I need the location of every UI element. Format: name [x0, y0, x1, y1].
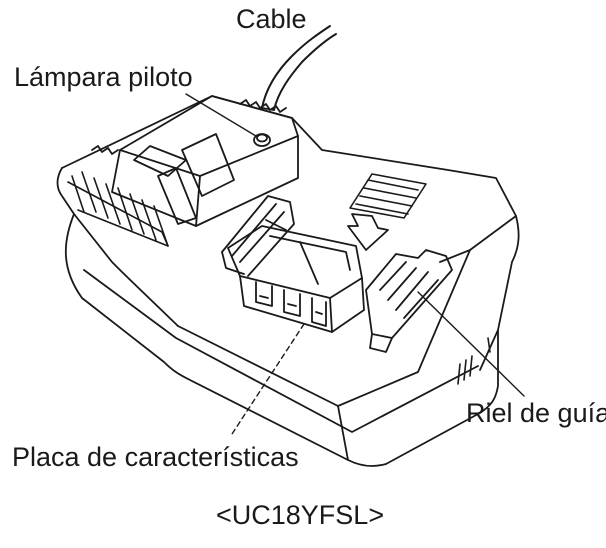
label-cable: Cable: [236, 4, 307, 34]
label-pilot-lamp: Lámpara piloto: [14, 62, 193, 92]
model-caption: <UC18YFSL>: [216, 500, 385, 530]
terminal-block: [227, 225, 365, 333]
side-vents-left: [67, 171, 169, 247]
cable-line: [261, 25, 337, 111]
leader-pilot-lamp: [185, 93, 257, 137]
guide-rail: [365, 249, 453, 353]
rear-vents: [349, 173, 427, 219]
leader-nameplate: [231, 323, 305, 435]
side-vents-right: [457, 337, 491, 385]
guide-wall-left: [221, 195, 295, 277]
insert-direction-arrow-icon: [347, 213, 389, 251]
label-nameplate: Placa de características: [12, 442, 299, 472]
leader-lines: [185, 93, 525, 435]
leader-guide-rail: [417, 291, 525, 397]
label-guide-rail: Riel de guía: [466, 398, 606, 428]
pilot-lamp: [253, 133, 271, 147]
top-panel: [91, 95, 299, 227]
